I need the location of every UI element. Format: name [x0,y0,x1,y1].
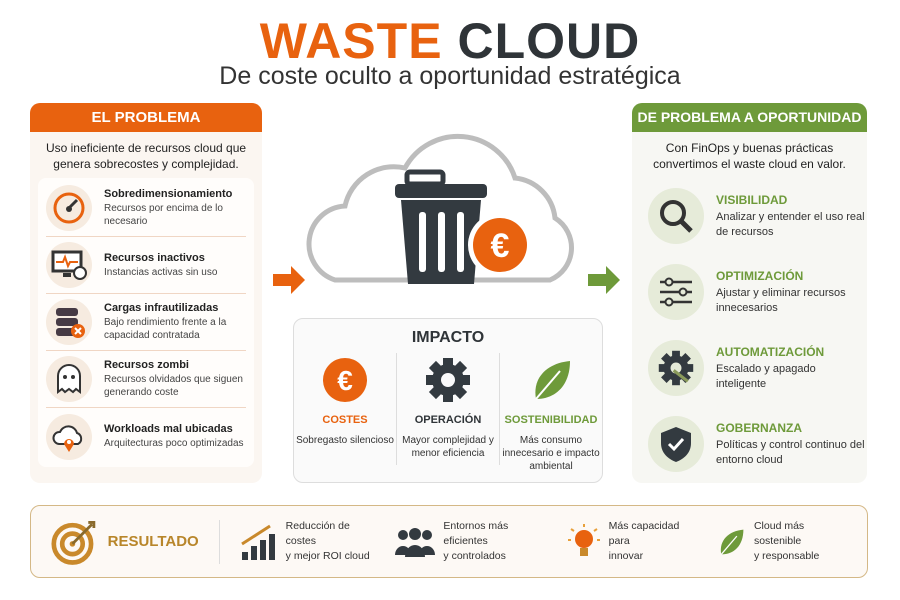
svg-text:€: € [491,227,510,265]
leaf-icon [535,361,570,400]
page-subtitle: De coste oculto a oportunidad estratégic… [219,62,681,90]
opportunity-panel: DE PROBLEMA A OPORTUNIDAD Con FinOps y b… [632,103,867,483]
database-x-icon [46,299,92,345]
problem-panel: EL PROBLEMA Uso ineficiente de recursos … [30,103,262,483]
trash-bin-icon [395,169,487,284]
problem-title: EL PROBLEMA [30,103,262,132]
sliders-icon [648,264,704,320]
result-title: RESULTADO [107,533,199,550]
idle-monitor-icon [46,242,92,288]
lightbulb-icon [567,523,600,556]
gear-icon [426,358,470,402]
arrow-right-icon [273,266,305,294]
target-icon [51,520,96,565]
impact-title: IMPACTO [411,329,485,346]
team-icon [395,527,436,557]
shield-check-icon [648,416,704,472]
opportunity-intro: Con FinOps y buenas prácticas convertimo… [653,141,846,171]
ghost-icon [46,356,92,402]
opportunity-title: DE PROBLEMA A OPORTUNIDAD [632,103,867,132]
gear-wrench-icon [648,340,704,396]
euro-icon: € [323,358,367,402]
cloud-trash-illustration: € [306,133,574,284]
speedometer-icon [46,185,92,231]
growth-chart-icon [240,524,275,560]
leaf-icon [720,529,744,555]
cloud-location-icon [46,413,92,460]
magnifier-icon [648,188,704,244]
arrow-right-icon [588,266,620,294]
euro-icon: € [468,213,532,277]
svg-text:€: € [337,365,353,396]
problem-intro: Uso ineficiente de recursos cloud que ge… [45,141,247,171]
page-title: WASTE CLOUD [259,13,641,69]
